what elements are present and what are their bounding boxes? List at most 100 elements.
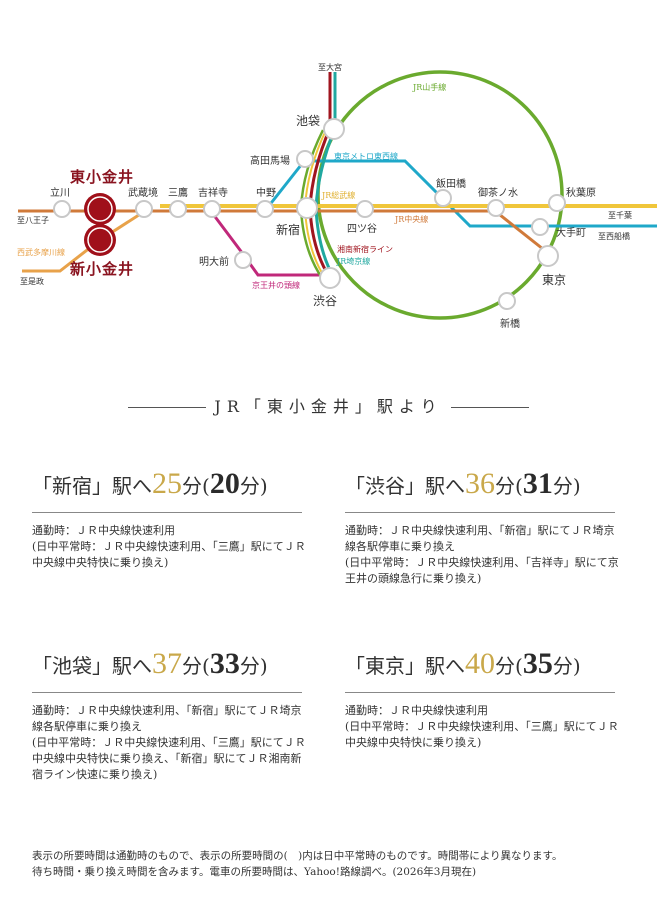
offpeak-minutes: 35 [522,647,553,680]
offpeak-open: ( [202,654,210,678]
label-ikebukuro: 池袋 [296,114,321,128]
route-destination: 「池袋」駅へ [32,654,152,678]
dir-hachioji: 至八王子 [17,216,49,225]
route-description: 通勤時：ＪＲ中央線快速利用、「新宿」駅にてＪＲ埼京線各駅停車に乗り換え (日中平… [32,703,312,783]
hero-label-higashi-koganei: 東小金井 [70,168,135,186]
route-minutes: 25 [152,467,182,500]
route-map-lines [18,70,657,320]
label-shonan-shinjuku-line: 湘南新宿ライン [337,245,393,254]
label-mitaka: 三鷹 [168,188,188,199]
label-otemachi: 大手町 [556,228,586,239]
offpeak-close: ) [259,654,268,678]
offpeak-unit: 分 [552,474,573,498]
station-tachikawa [53,200,71,218]
route-destination: 「渋谷」駅へ [345,474,465,498]
station-ikebukuro [323,118,345,140]
station-iidabashi [434,189,452,207]
footnote-line-2: 待ち時間・乗り換え時間を含みます。電車の所要時間は、Yahoo!路線調べ。(20… [32,866,477,878]
offpeak-close: ) [572,474,581,498]
route-description: 通勤時：ＪＲ中央線快速利用 (日中平常時：ＪＲ中央線快速利用、「三鷹」駅にてＪＲ… [32,523,312,571]
route-divider [32,512,302,513]
station-akihabara [548,194,566,212]
station-tokyo [537,245,559,267]
route-card-shinjuku: 「新宿」駅へ25分(20分) 通勤時：ＪＲ中央線快速利用 (日中平常時：ＪＲ中央… [32,466,312,571]
route-divider [345,692,615,693]
offpeak-open: ( [202,474,210,498]
desc-commute: 通勤時：ＪＲ中央線快速利用 [345,704,488,717]
route-unit: 分 [495,474,515,498]
label-nakano: 中野 [256,188,276,199]
title-rule-right [450,407,529,408]
seibu-tamagawa-line [22,209,146,273]
offpeak-minutes: 33 [209,647,240,680]
offpeak-minutes: 31 [522,467,553,500]
dir-omiya: 至大宮 [318,63,342,72]
hero-station-higashi-koganei [84,193,116,225]
offpeak-close: ) [259,474,268,498]
desc-offpeak: (日中平常時：ＪＲ中央線快速利用、「三鷹」駅にてＪＲ中央線中央特快に乗り換え) [345,720,619,749]
footnote: 表示の所要時間は通勤時のもので、表示の所要時間の( )内は日中平常時のものです。… [32,848,562,880]
route-minutes: 37 [152,647,182,680]
station-takadanobaba [296,150,314,168]
label-shinbashi: 新橋 [500,319,520,330]
desc-offpeak: (日中平常時：ＪＲ中央線快速利用、「吉祥寺」駅にて京王井の頭線急行に乗り換え) [345,556,619,585]
route-destination: 「東京」駅へ [345,654,465,678]
title-rule-left [128,407,207,408]
route-destination: 「新宿」駅へ [32,474,152,498]
label-takadanobaba: 高田馬場 [250,156,290,167]
route-description: 通勤時：ＪＲ中央線快速利用 (日中平常時：ＪＲ中央線快速利用、「三鷹」駅にてＪＲ… [345,703,625,751]
station-kichijoji [203,200,221,218]
station-shibuya [319,267,341,289]
label-kichijoji: 吉祥寺 [198,188,228,199]
offpeak-unit: 分 [239,654,260,678]
station-shinjuku [296,197,318,219]
route-heading: 「新宿」駅へ25分(20分) [32,466,312,504]
station-yotsuya [356,200,374,218]
desc-offpeak: (日中平常時：ＪＲ中央線快速利用、「三鷹」駅にてＪＲ中央線中央特快に乗り換え、「… [32,736,306,781]
offpeak-close: ) [572,654,581,678]
label-saikyo-line: JR埼京線 [337,257,371,266]
desc-offpeak: (日中平常時：ＪＲ中央線快速利用、「三鷹」駅にてＪＲ中央線中央特快に乗り換え) [32,540,306,569]
desc-commute: 通勤時：ＪＲ中央線快速利用、「新宿」駅にてＪＲ埼京線各駅停車に乗り換え [345,524,615,553]
offpeak-open: ( [515,474,523,498]
label-ochanomizu: 御茶ノ水 [478,188,518,199]
route-unit: 分 [495,654,515,678]
route-minutes: 40 [465,647,495,680]
offpeak-unit: 分 [239,474,260,498]
route-heading: 「池袋」駅へ37分(33分) [32,646,312,684]
desc-commute: 通勤時：ＪＲ中央線快速利用、「新宿」駅にてＪＲ埼京線各駅停車に乗り換え [32,704,302,733]
hero-station-shin-koganei [84,224,116,256]
label-tokyo: 東京 [542,273,567,287]
station-otemachi [531,218,549,236]
label-tozai-line: 東京メトロ東西線 [334,152,398,161]
footnote-line-1: 表示の所要時間は通勤時のもので、表示の所要時間の( )内は日中平常時のものです。… [32,850,563,862]
section-title-text: JR「東小金井」駅より [214,397,443,416]
route-divider [32,692,302,693]
dir-nishifunabashi: 至西船橋 [598,232,630,241]
route-heading: 「東京」駅へ40分(35分) [345,646,625,684]
label-meidaimae: 明大前 [199,257,229,268]
label-sobu-line: JR総武線 [322,191,356,200]
label-yotsuya: 四ツ谷 [347,224,377,235]
label-akihabara: 秋葉原 [566,188,596,199]
route-card-shibuya: 「渋谷」駅へ36分(31分) 通勤時：ＪＲ中央線快速利用、「新宿」駅にてＪＲ埼京… [345,466,625,587]
offpeak-minutes: 20 [209,467,240,500]
route-description: 通勤時：ＪＲ中央線快速利用、「新宿」駅にてＪＲ埼京線各駅停車に乗り換え (日中平… [345,523,625,587]
route-card-tokyo: 「東京」駅へ40分(35分) 通勤時：ＪＲ中央線快速利用 (日中平常時：ＪＲ中央… [345,646,625,751]
hero-label-shin-koganei: 新小金井 [70,260,135,278]
label-yamanote-line: JR山手線 [413,83,447,92]
route-heading: 「渋谷」駅へ36分(31分) [345,466,625,504]
station-shinbashi [498,292,516,310]
label-keio-inokashira-line: 京王井の頭線 [252,281,300,290]
route-unit: 分 [182,474,202,498]
route-divider [345,512,615,513]
label-chuo-line: JR中央線 [395,215,429,224]
label-musashisakai: 武蔵境 [128,188,158,199]
station-meidaimae [234,251,252,269]
route-card-ikebukuro: 「池袋」駅へ37分(33分) 通勤時：ＪＲ中央線快速利用、「新宿」駅にてＪＲ埼京… [32,646,312,783]
route-unit: 分 [182,654,202,678]
section-title: JR「東小金井」駅より [0,393,657,417]
station-mitaka [169,200,187,218]
dir-chiba: 至千葉 [608,211,632,220]
offpeak-open: ( [515,654,523,678]
